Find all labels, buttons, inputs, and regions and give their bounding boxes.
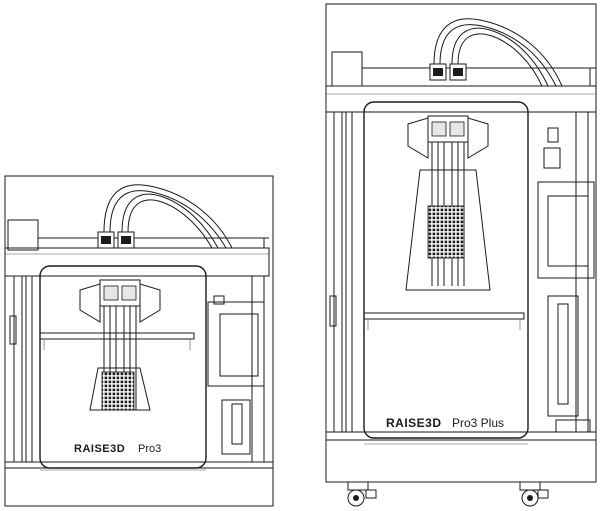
pro3plus-caster-right xyxy=(519,481,549,507)
pro3-fan-right xyxy=(139,283,161,323)
pro3plus-screen-housing xyxy=(537,181,595,279)
pro3plus-door xyxy=(363,101,529,439)
pro3-brand: RAISE3D xyxy=(74,443,125,455)
printer-pro3-plus: RAISE3D Pro3 Plus xyxy=(325,3,597,507)
pro3plus-fan-left xyxy=(407,117,429,159)
pro3-outer-frame xyxy=(4,175,274,507)
pro3-top-bracket xyxy=(7,219,39,251)
pro3plus-outer-frame xyxy=(325,3,597,483)
printer-pro3: RAISE3D Pro3 xyxy=(4,175,274,507)
pro3plus-touch-screen xyxy=(547,195,589,267)
pro3plus-build-plate xyxy=(363,312,525,320)
pro3-touch-screen xyxy=(219,313,259,377)
pro3-screen-housing xyxy=(207,301,265,387)
pro3-vent-grid xyxy=(101,371,135,411)
pro3-top-cap xyxy=(4,247,270,277)
pro3plus-brand: RAISE3D xyxy=(386,416,442,430)
pro3plus-z-tower xyxy=(405,169,491,291)
pro3plus-filament-tube xyxy=(433,18,563,87)
pro3plus-top-bracket xyxy=(331,51,363,87)
pro3-z-tower xyxy=(89,367,151,411)
pro3-model: Pro3 xyxy=(138,443,161,455)
pro3plus-caster-left xyxy=(347,481,377,507)
pro3-build-plate xyxy=(39,332,195,340)
pro3-fan-left xyxy=(79,283,101,323)
pro3plus-fan-right xyxy=(467,117,489,159)
pro3-filament-tube xyxy=(103,184,233,249)
pro3plus-top-cap xyxy=(325,85,597,113)
pro3plus-model: Pro3 Plus xyxy=(452,416,504,430)
pro3plus-vent-grid xyxy=(427,205,465,259)
